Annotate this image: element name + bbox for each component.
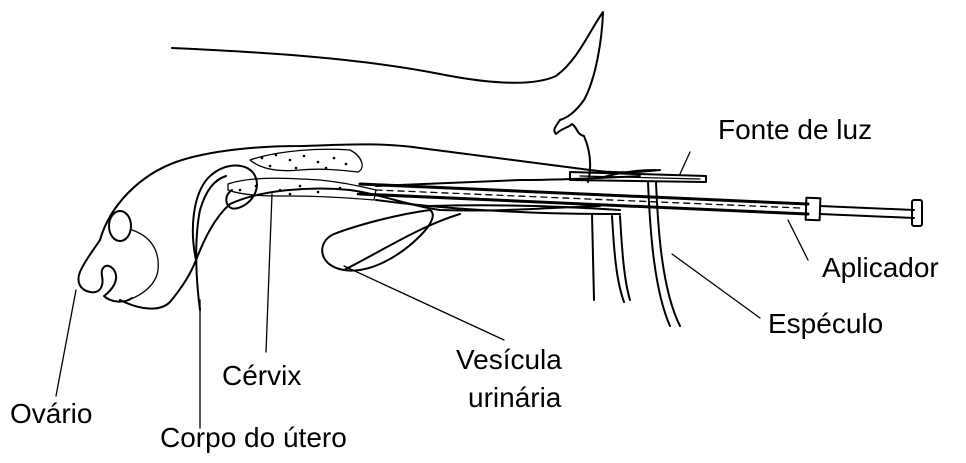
label-especulo: Espéculo <box>768 310 883 338</box>
label-urinaria: urinária <box>468 384 561 412</box>
applicator-collar <box>806 198 821 220</box>
applicator-handle <box>912 200 922 226</box>
speculum-handle-a <box>620 216 630 300</box>
bladder-outline <box>322 210 433 271</box>
leader-vesicula <box>344 266 504 340</box>
leader-fonte-de-luz <box>680 152 690 174</box>
leader-especulo <box>672 254 760 318</box>
leader-aplicador <box>788 220 808 260</box>
label-ovario: Ovário <box>10 400 92 428</box>
applicator-plunger <box>820 206 914 218</box>
back-outline <box>172 12 603 120</box>
label-aplicador: Aplicador <box>822 254 939 282</box>
speculum-handle-c <box>648 182 670 326</box>
applicator-rod-top <box>360 184 808 204</box>
urethra <box>344 214 460 270</box>
rectum-outline <box>250 149 362 172</box>
ovary-ligament <box>128 230 158 300</box>
label-fonte-de-luz: Fonte de luz <box>718 116 872 144</box>
thigh-line <box>592 214 594 300</box>
label-corpo-do-utero: Corpo do útero <box>160 424 347 452</box>
ovary-outline <box>78 240 132 302</box>
uterine-horn-inner <box>196 176 226 310</box>
leader-ovario <box>56 290 76 396</box>
label-vesicula: Vesícula <box>456 346 562 374</box>
speculum-handle-d <box>656 182 680 326</box>
leader-cervix <box>266 194 272 352</box>
label-cervix: Cérvix <box>222 362 301 390</box>
ovary-follicle <box>109 211 131 241</box>
